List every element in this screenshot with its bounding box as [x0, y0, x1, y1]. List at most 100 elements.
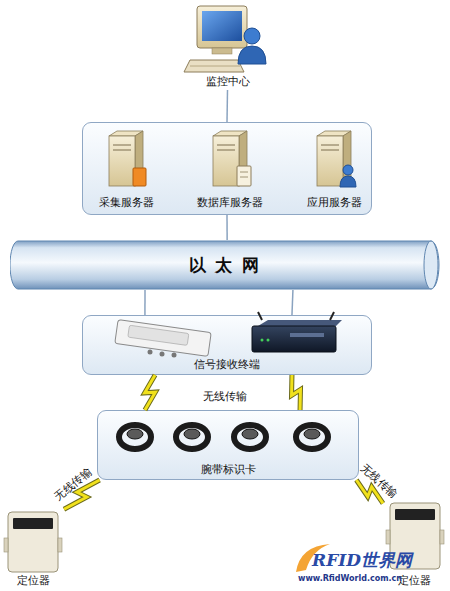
server-node: 数据库服务器 [190, 131, 270, 211]
bolt-outline [64, 480, 100, 509]
locator-display [13, 518, 53, 529]
node-label: 数据库服务器 [197, 196, 263, 209]
server-front [317, 136, 343, 186]
user-body [238, 46, 266, 64]
server-front [109, 136, 135, 186]
wristband-strap [119, 425, 151, 449]
receiver-logo [290, 333, 324, 337]
network-line [291, 290, 293, 315]
receiver-group: 信号接收终端 [82, 315, 372, 375]
locator-device [4, 512, 62, 572]
wireless-link [64, 480, 100, 509]
bolt-outline [356, 480, 383, 503]
edge-label: 无线传输 [357, 461, 400, 501]
database-line [240, 177, 248, 178]
server-group: 采集服务器数据库服务器应用服务器 [82, 122, 372, 215]
transmission-label: 无线传输 [203, 389, 247, 404]
server-slot [321, 150, 339, 151]
wristband-icon [234, 425, 266, 449]
server-side [135, 131, 143, 186]
monitor-screen [202, 11, 242, 41]
watermark-url: www.RfidWorld.com.cn [298, 574, 402, 583]
wristband-face [304, 429, 320, 439]
server-side [239, 131, 247, 186]
server-top [317, 131, 351, 136]
app-user-body [340, 176, 356, 187]
reader-device [115, 320, 211, 358]
server-node: 采集服务器 [86, 131, 166, 211]
wristband-face [127, 429, 143, 439]
keyboard [184, 60, 244, 72]
wireless-link [145, 375, 156, 410]
receiver-device [252, 312, 342, 352]
locator-node: 定位器 [383, 498, 445, 589]
network-line [227, 90, 229, 122]
wire-path [226, 215, 228, 240]
node-label: 以 太 网 [189, 255, 262, 275]
server-icon [109, 131, 146, 186]
bolt-fill [145, 375, 156, 410]
wristband-face [242, 429, 258, 439]
receiver-top [258, 320, 342, 326]
antenna [330, 312, 334, 320]
node-label: 定位器 [17, 574, 50, 587]
node-label: 采集服务器 [99, 196, 154, 209]
reader-panel [128, 325, 189, 345]
locator-display [395, 509, 435, 520]
wire-path [291, 290, 293, 315]
server-icon [213, 131, 251, 186]
app-user-head [343, 165, 353, 175]
wristband-icon [176, 425, 208, 449]
status-led [267, 339, 270, 342]
network-line [227, 215, 228, 240]
watermark: RFID世界网 [312, 549, 412, 572]
node-label: 监控中心 [206, 75, 250, 88]
node-label: 腕带标识卡 [201, 463, 256, 476]
wristband-strap [234, 425, 266, 449]
server-slot [113, 150, 131, 151]
bolt-fill [292, 375, 301, 410]
locator-ear [440, 530, 444, 544]
bolt-fill [356, 480, 383, 503]
server-side [343, 131, 351, 186]
server-slot [217, 150, 235, 151]
locator-device [386, 503, 444, 569]
reader-port [172, 353, 177, 358]
node-label: 信号接收终端 [194, 358, 260, 371]
server-slot [217, 145, 235, 146]
wristband-icon [296, 425, 328, 449]
database-line [240, 172, 248, 173]
wristband-group: 腕带标识卡 [97, 410, 359, 480]
wristband-icon [119, 425, 151, 449]
server-top [213, 131, 247, 136]
user-head [244, 28, 260, 44]
server-icon [317, 131, 356, 187]
locator-body [390, 503, 440, 569]
reader-body [115, 320, 211, 357]
band-tube [10, 241, 439, 289]
bolt-outline [145, 375, 156, 410]
watermark-swoosh [296, 544, 330, 572]
locator-ear [386, 530, 390, 544]
receiver-body [252, 326, 336, 352]
bolt-fill [64, 480, 100, 509]
server-slot [321, 145, 339, 146]
collector-badge [133, 168, 146, 186]
reader-port [160, 352, 165, 357]
ethernet-band: 以 太 网 [10, 240, 440, 290]
bolt-outline [292, 375, 301, 410]
wristband-strap [176, 425, 208, 449]
wristband-face [184, 429, 200, 439]
wireless-link [292, 375, 301, 410]
server-top [109, 131, 143, 136]
edge-label: 无线传输 [51, 464, 95, 503]
locator-ear [58, 538, 62, 552]
node-label: 定位器 [398, 574, 431, 587]
locator-body [8, 512, 58, 572]
database-badge [237, 166, 251, 186]
